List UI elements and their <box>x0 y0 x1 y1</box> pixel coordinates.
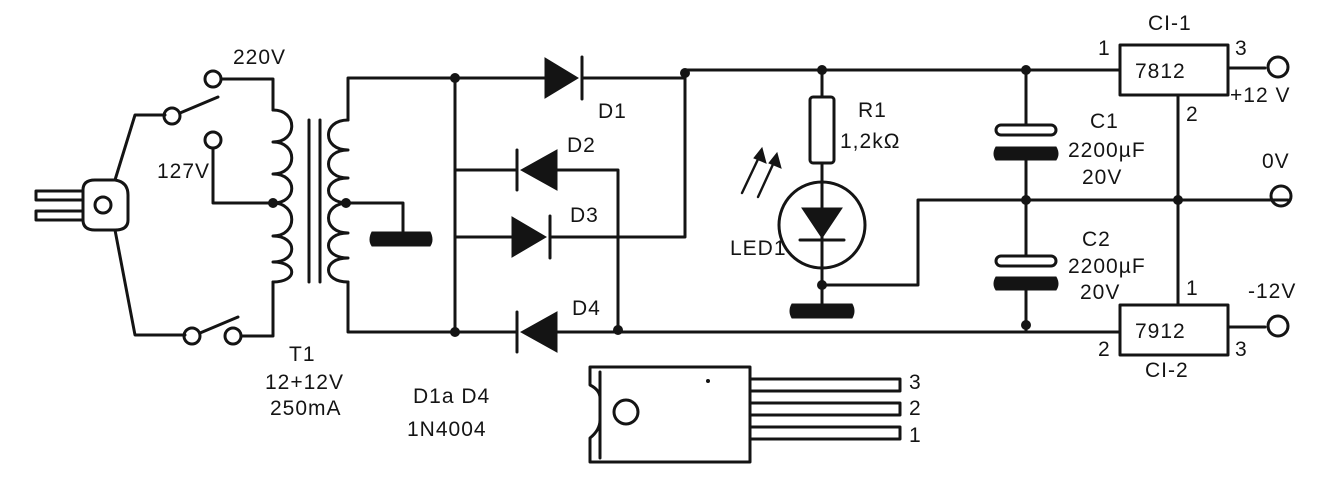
label-c2-voltage: 20V <box>1080 281 1120 304</box>
mains-plug <box>34 113 187 337</box>
label-ci1-pin1: 1 <box>1098 37 1111 60</box>
label-t1-current: 250mA <box>270 397 342 420</box>
label-out-pos: +12 V <box>1230 84 1290 107</box>
label-diode-part: 1N4004 <box>407 418 487 441</box>
label-ci2-pin1: 1 <box>1186 277 1199 300</box>
label-led1: LED1 <box>730 237 787 260</box>
label-c1-voltage: 20V <box>1082 166 1122 189</box>
diode-d1 <box>453 55 687 101</box>
label-c1-value: 2200µF <box>1068 139 1146 162</box>
label-out-zero: 0V <box>1262 150 1290 173</box>
label-r1-value: 1,2kΩ <box>840 130 900 153</box>
label-ci1: CI-1 <box>1148 12 1192 35</box>
resistor-r1 <box>808 68 836 187</box>
label-pkg-pin1: 1 <box>909 424 922 447</box>
label-c2-value: 2200µF <box>1068 255 1146 278</box>
label-ci2: CI-2 <box>1145 359 1189 382</box>
terminal-0v <box>1269 184 1293 208</box>
capacitor-c2 <box>993 198 1059 334</box>
label-127v: 127V <box>157 160 210 183</box>
label-d2: D2 <box>567 134 596 157</box>
label-pkg-pin2: 2 <box>909 397 922 420</box>
label-ci2-pin2: 2 <box>1098 338 1111 361</box>
label-d4: D4 <box>572 297 601 320</box>
diode-d3 <box>453 76 687 260</box>
label-t1: T1 <box>289 343 316 366</box>
label-ci1-pin3: 3 <box>1235 37 1248 60</box>
label-d3: D3 <box>570 204 599 227</box>
label-pkg-pin3: 3 <box>909 371 922 394</box>
diode-d4 <box>453 310 1122 354</box>
zero-volt-rail <box>820 198 1290 287</box>
label-c2: C2 <box>1082 228 1111 251</box>
regulator-ci2 <box>1118 303 1290 357</box>
transformer-t1 <box>271 76 457 334</box>
diode-d2 <box>453 76 620 334</box>
capacitor-c1 <box>993 68 1059 202</box>
label-ci2-part: 7912 <box>1135 320 1186 343</box>
label-t1-rating: 12+12V <box>265 371 344 394</box>
label-c1: C1 <box>1090 110 1119 133</box>
label-diodes: D1a D4 <box>413 385 490 408</box>
label-ci1-part: 7812 <box>1135 60 1186 83</box>
label-220v: 220V <box>233 46 286 69</box>
label-d1: D1 <box>598 100 627 123</box>
to220-package <box>588 365 902 464</box>
power-switch <box>182 280 275 346</box>
led1 <box>740 146 867 319</box>
label-ci1-pin2: 2 <box>1186 103 1199 126</box>
label-ci2-pin3: 3 <box>1235 338 1248 361</box>
label-r1: R1 <box>858 99 887 122</box>
label-out-neg: -12V <box>1248 280 1296 303</box>
voltage-selector-switch <box>162 69 275 205</box>
